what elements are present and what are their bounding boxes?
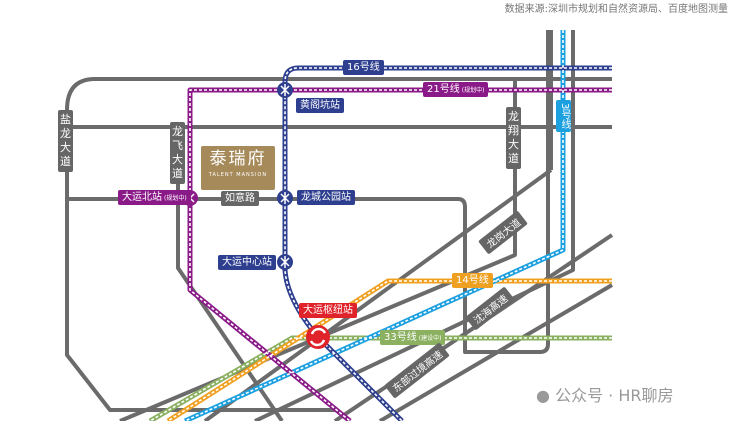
road-yanlong-label: 盐龙大道 [58,110,73,172]
line-21-name: 21号线 [427,84,460,95]
data-source-note: 数据来源:深圳市规划和自然资源局、百度地图测量 [504,4,728,15]
road-longfei-label: 龙飞大道 [170,122,185,184]
line-16-label: 16号线 [343,60,384,75]
station-dayunbei-status: (规划中) [164,195,187,202]
station-dayunbei-name: 大运北站 [122,192,162,203]
station-dayunshuniu[interactable]: 大运枢纽站 [299,303,357,318]
station-dayunbei[interactable]: 大运北站(规划中) [118,190,191,205]
project-logo: 泰瑞府 TALENT MANSION [201,146,275,190]
line-21-label: 21号线(规划中) [423,82,489,97]
station-dayunzhongxin[interactable]: 大运中心站 [218,255,276,270]
line-33-status: (建设中) [418,335,442,342]
road-ruyi [67,30,550,354]
road-north [65,77,612,412]
line-21-status: (规划中) [461,87,485,94]
line-33-name: 33号线 [384,332,417,343]
line-14-label: 14号线 [452,273,493,288]
road-longgang [203,168,553,421]
watermark: ● 公众号 · HR聊房 [536,382,673,406]
station-longchenggongyuan[interactable]: 龙城公园站 [297,190,355,205]
road-longxiang-label: 龙翔大道 [506,107,521,169]
road-ruyi-label: 如意路 [221,191,259,206]
project-logo-name: 泰瑞府 [209,149,267,169]
road-east-vertical-2 [254,30,575,421]
road-dongbu [378,283,614,421]
watermark-text: 公众号 · HR聊房 [555,386,674,405]
project-logo-subtitle: TALENT MANSION [208,172,268,178]
station-huanggekeng[interactable]: 黄阁坑站 [296,98,344,113]
line-33-label: 33号线(建设中) [380,330,446,345]
wechat-icon: ● [536,386,550,405]
line-3-label: 3号线 [556,100,571,133]
interchange-arrows-icon [309,327,327,347]
